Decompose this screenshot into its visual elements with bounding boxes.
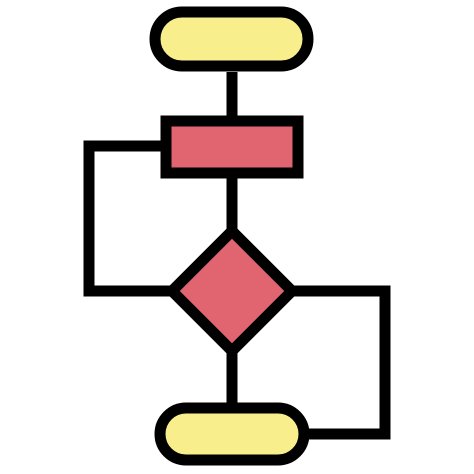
process-rectangle-shape [160,115,304,179]
connector-right-loop [292,285,391,440]
start-terminal-shape [149,6,314,72]
end-terminal-shape [154,402,310,466]
decision-diamond-shape [166,225,298,357]
connector-left-loop [83,140,170,297]
connectors [83,72,391,440]
